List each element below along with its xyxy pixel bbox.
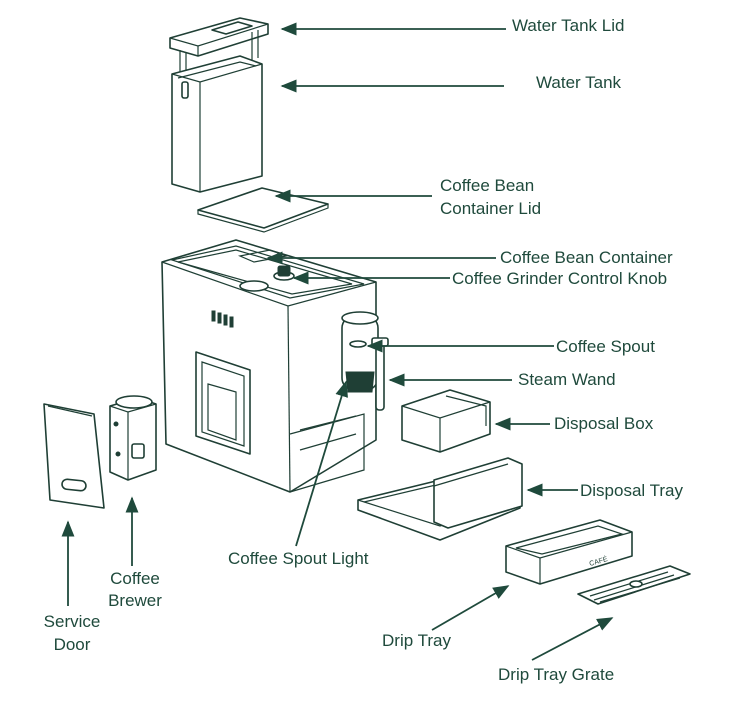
water-tank-lid-part: [169, 17, 269, 80]
callout-arrows: [61, 22, 614, 661]
label-steam-wand: Steam Wand: [518, 370, 616, 389]
label-service-door-line2: Door: [53, 635, 91, 654]
label-drip-tray: Drip Tray: [382, 631, 451, 650]
label-bean-container: Coffee Bean Container: [500, 248, 673, 267]
water-tank-part: [171, 55, 263, 193]
label-disposal-box: Disposal Box: [554, 414, 654, 433]
arrow-drip-tray-grate: [531, 617, 614, 661]
machine-body-part: [161, 239, 377, 493]
arrow-drip-tray: [431, 585, 510, 631]
label-brewer-line2: Brewer: [108, 591, 162, 610]
label-drip-tray-grate: Drip Tray Grate: [498, 665, 615, 684]
label-service-door-line1: Service: [43, 612, 101, 631]
label-bean-lid-line1: Coffee Bean: [440, 176, 535, 195]
label-brewer-line1: Coffee: [110, 569, 160, 588]
bean-container-lid-part: [197, 187, 329, 233]
label-coffee-spout-light: Coffee Spout Light: [228, 549, 369, 568]
label-grinder-knob: Coffee Grinder Control Knob: [452, 269, 668, 288]
drip-tray-grate-part: [577, 565, 691, 605]
coffee-brewer-part: [109, 395, 157, 481]
label-coffee-spout: Coffee Spout: [556, 337, 655, 356]
label-water-tank-lid: Water Tank Lid: [512, 16, 625, 35]
disposal-tray-part: [357, 457, 523, 541]
service-door-part: [43, 403, 105, 509]
label-bean-lid-line2: Container Lid: [440, 199, 542, 218]
disposal-box-part: [401, 389, 491, 453]
coffee-spout-part: [341, 311, 379, 393]
drip-tray-part: CAFÉ: [505, 519, 633, 585]
label-disposal-tray: Disposal Tray: [580, 481, 683, 500]
label-water-tank: Water Tank: [536, 73, 622, 92]
arrow-coffee-spout-light: [295, 380, 348, 547]
